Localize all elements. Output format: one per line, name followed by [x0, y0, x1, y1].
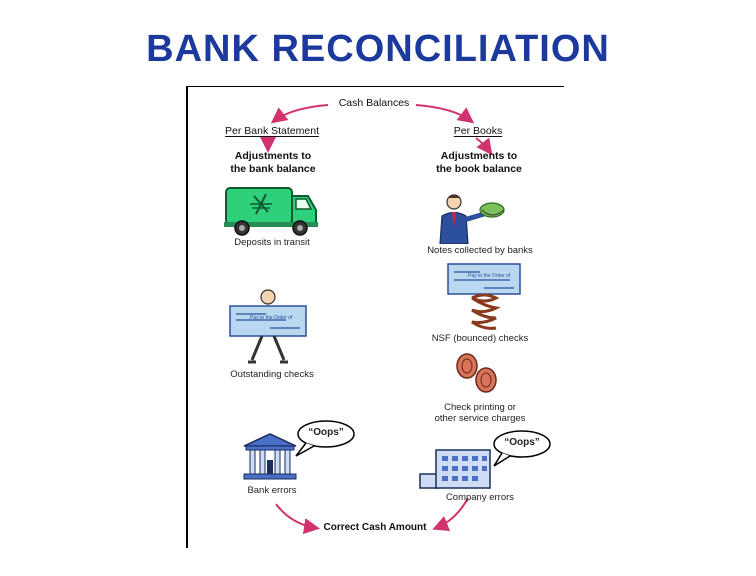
notes-collected-label: Notes collected by banks: [427, 245, 533, 256]
nsf-checks-label: NSF (bounced) checks: [431, 333, 529, 344]
arrow-to-books: [415, 104, 475, 124]
banker-with-money-icon: [439, 194, 505, 244]
bank-errors-label: Bank errors: [247, 485, 297, 496]
arrow-to-bank: [270, 104, 329, 124]
flow-arrows: [260, 104, 493, 534]
diagram-panel: [186, 86, 564, 548]
coins-icon: [456, 353, 497, 393]
bank-adjustments-line2: the bank balance: [230, 163, 316, 175]
bank-adjustments-title: Adjustments to the bank balance: [218, 150, 328, 176]
check-printing-line1: Check printing or: [444, 402, 516, 413]
oops-right-text: “Oops”: [504, 437, 540, 448]
arrow-bank-correct: [275, 503, 320, 534]
per-books-label: Per Books: [453, 125, 503, 137]
book-adjustments-line2: the book balance: [436, 163, 522, 175]
man-holding-check-icon: Pay to the Order of: [229, 289, 307, 364]
page-title: BANK RECONCILIATION: [146, 28, 610, 70]
svg-text:Pay to the Order of: Pay to the Order of: [250, 315, 293, 321]
arrow-books-sub: [475, 137, 493, 156]
company-building-icon: [419, 449, 491, 489]
book-adjustments-line1: Adjustments to: [440, 150, 518, 162]
cash-balances-label: Cash Balances: [338, 97, 410, 109]
book-adjustments-title: Adjustments to the book balance: [424, 150, 534, 176]
outstanding-checks-label: Outstanding checks: [230, 369, 314, 380]
speech-bubble-right: [493, 430, 551, 467]
armored-truck-icon: [224, 187, 318, 236]
per-bank-statement-label: Per Bank Statement: [225, 125, 319, 137]
correct-cash-amount-label: Correct Cash Amount: [323, 522, 427, 533]
check-printing-label: Check printing or other service charges: [420, 402, 540, 424]
arrow-books-correct: [432, 497, 469, 531]
bank-building-icon: [243, 433, 297, 480]
company-errors-label: Company errors: [445, 492, 515, 503]
svg-text:Pay to the Order of: Pay to the Order of: [468, 273, 511, 279]
bank-adjustments-line1: Adjustments to: [234, 150, 312, 162]
bouncing-check-icon: Pay to the Order of: [447, 263, 521, 330]
speech-bubble-left: [295, 420, 355, 457]
oops-left-text: “Oops”: [308, 427, 344, 438]
deposits-in-transit-label: Deposits in transit: [234, 237, 310, 248]
check-printing-line2: other service charges: [434, 413, 526, 424]
